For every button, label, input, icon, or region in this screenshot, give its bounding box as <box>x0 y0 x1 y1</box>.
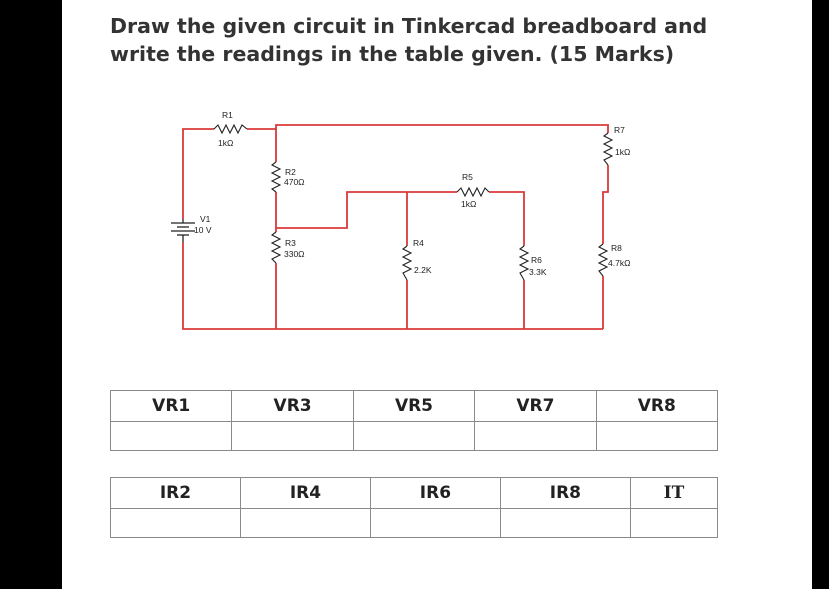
value-ir6[interactable] <box>369 508 501 538</box>
wire-r1-to-top <box>247 124 609 133</box>
resistor-r6-symbol <box>518 245 530 281</box>
r6-value: 3.3K <box>529 267 547 277</box>
value-ir8[interactable] <box>499 508 631 538</box>
resistor-r1-symbol <box>213 123 248 135</box>
header-ir8: IR8 <box>499 477 631 509</box>
header-ir4: IR4 <box>239 477 371 509</box>
resistor-r4-symbol <box>401 245 413 281</box>
r1-value: 1kΩ <box>218 138 233 148</box>
r2-value: 470Ω <box>284 177 305 187</box>
wire-r5-to-right <box>489 191 525 246</box>
header-vr7: VR7 <box>474 390 597 422</box>
header-vr8: VR8 <box>595 390 719 422</box>
r2-name: R2 <box>285 167 296 177</box>
resistor-r8-symbol <box>597 243 609 277</box>
value-vr8[interactable] <box>595 421 719 451</box>
resistor-r5-symbol <box>456 186 490 198</box>
wire-left-top <box>182 128 214 219</box>
value-it[interactable] <box>629 508 719 538</box>
instructions-line-2: write the readings in the table given. (… <box>110 42 675 66</box>
wire-inner-box <box>276 191 457 229</box>
r1-name: R1 <box>222 110 233 120</box>
header-vr3: VR3 <box>231 390 354 422</box>
r3-value: 330Ω <box>284 249 305 259</box>
r6-name: R6 <box>531 255 542 265</box>
value-vr5[interactable] <box>352 421 476 451</box>
header-it: IT <box>629 477 719 509</box>
header-ir6: IR6 <box>369 477 501 509</box>
battery-symbol <box>171 219 195 242</box>
wire-left-bottom <box>182 242 603 330</box>
current-header-row: IR2 IR4 IR6 IR8 IT <box>110 477 719 509</box>
value-vr3[interactable] <box>231 421 354 451</box>
r7-name: R7 <box>614 125 625 135</box>
value-ir2[interactable] <box>110 508 241 538</box>
r4-value: 2.2K <box>414 265 432 275</box>
voltage-readings-table: VR1 VR3 VR5 VR7 VR8 <box>109 390 719 451</box>
r4-name: R4 <box>413 238 424 248</box>
resistor-r7-symbol <box>602 132 614 166</box>
voltage-value-row <box>109 421 719 451</box>
instructions: Draw the given circuit in Tinkercad brea… <box>110 12 800 68</box>
r7-value: 1kΩ <box>615 147 630 157</box>
value-ir4[interactable] <box>239 508 371 538</box>
r3-name: R3 <box>285 238 296 248</box>
r5-name: R5 <box>462 172 473 182</box>
current-value-row <box>110 508 719 538</box>
header-vr5: VR5 <box>352 390 476 422</box>
source-name: V1 <box>200 214 211 224</box>
resistor-r2-symbol <box>270 161 282 193</box>
voltage-header-row: VR1 VR3 VR5 VR7 VR8 <box>109 390 719 422</box>
circuit-wires <box>182 124 609 330</box>
wire-r7-r8 <box>602 165 609 244</box>
resistor-r3-symbol <box>270 231 282 264</box>
r8-value: 4.7kΩ <box>608 258 630 268</box>
r8-name: R8 <box>611 243 622 253</box>
value-vr1[interactable] <box>109 421 233 451</box>
circuit-diagram: V1 10 V R1 1kΩ R2 470Ω R3 330Ω R4 2.2K R… <box>171 110 630 330</box>
header-ir2: IR2 <box>110 477 241 509</box>
value-vr7[interactable] <box>474 421 597 451</box>
instructions-line-1: Draw the given circuit in Tinkercad brea… <box>110 14 708 38</box>
r5-value: 1kΩ <box>461 199 476 209</box>
current-readings-table: IR2 IR4 IR6 IR8 IT <box>110 477 719 538</box>
worksheet-page: Draw the given circuit in Tinkercad brea… <box>62 0 812 589</box>
source-value: 10 V <box>194 225 212 235</box>
header-vr1: VR1 <box>109 390 233 422</box>
